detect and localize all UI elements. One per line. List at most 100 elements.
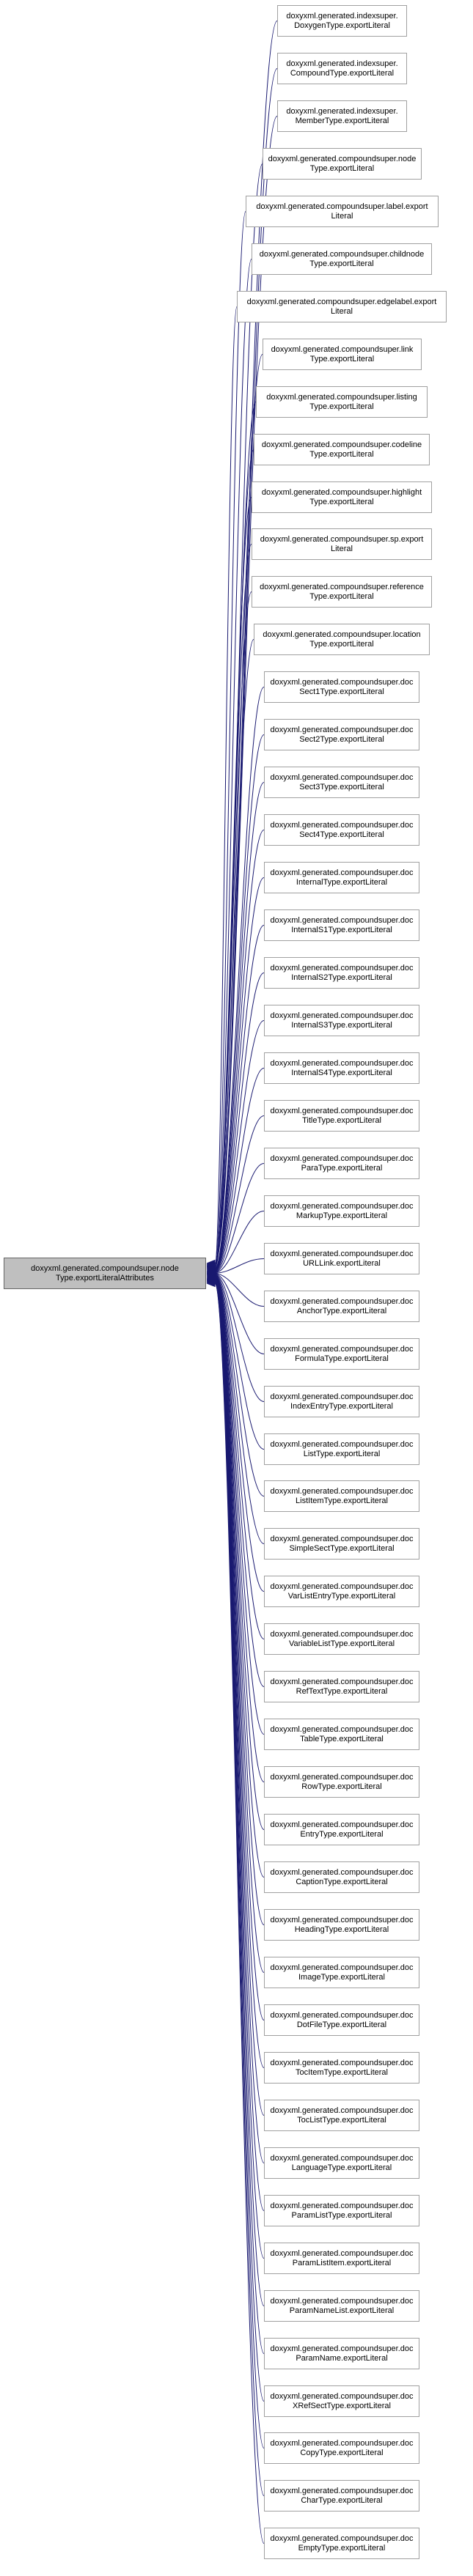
caller-node[interactable]: doxyxml.generated.compoundsuper.doc Inte… [264, 1052, 419, 1084]
caller-node[interactable]: doxyxml.generated.compoundsuper.doc Empt… [264, 2528, 419, 2559]
caller-node[interactable]: doxyxml.generated.compoundsuper.doc Para… [264, 2195, 419, 2226]
caller-node[interactable]: doxyxml.generated.compoundsuper.doc Inte… [264, 957, 419, 989]
caller-node[interactable]: doxyxml.generated.compoundsuper.doc Vari… [264, 1623, 419, 1655]
caller-node[interactable]: doxyxml.generated.compoundsuper.doc URLL… [264, 1243, 419, 1274]
caller-node-label: doxyxml.generated.compoundsuper.doc Inte… [270, 1058, 414, 1077]
caller-node-label: doxyxml.generated.compoundsuper.doc TocI… [270, 2058, 414, 2077]
call-edge [214, 591, 252, 1269]
caller-node[interactable]: doxyxml.generated.compoundsuper.doc Titl… [264, 1100, 419, 1132]
caller-node[interactable]: doxyxml.generated.compoundsuper.codeline… [254, 434, 430, 465]
caller-node[interactable]: doxyxml.generated.compoundsuper.doc XRef… [264, 2385, 419, 2417]
caller-node[interactable]: doxyxml.generated.compoundsuper.doc Mark… [264, 1195, 419, 1227]
caller-node[interactable]: doxyxml.generated.compoundsuper.doc TocI… [264, 2052, 419, 2084]
caller-node[interactable]: doxyxml.generated.compoundsuper.doc Sect… [264, 719, 419, 750]
caller-node[interactable]: doxyxml.generated.compoundsuper.listing … [256, 386, 428, 418]
call-edge [214, 734, 265, 1269]
caller-node[interactable]: doxyxml.generated.compoundsuper.doc List… [264, 1480, 419, 1512]
caller-node[interactable]: doxyxml.generated.indexsuper. MemberType… [277, 100, 407, 132]
caller-node-label: doxyxml.generated.compoundsuper.doc Titl… [270, 1106, 414, 1125]
call-edge [214, 1211, 265, 1274]
caller-node[interactable]: doxyxml.generated.compoundsuper.doc Head… [264, 1909, 419, 1941]
caller-node-label: doxyxml.generated.compoundsuper.doc URLL… [270, 1249, 414, 1268]
call-edge [214, 973, 265, 1272]
call-edge [214, 1283, 265, 2544]
caller-node[interactable]: doxyxml.generated.compoundsuper.doc Para… [264, 2290, 419, 2322]
call-edge [214, 306, 238, 1266]
caller-node[interactable]: doxyxml.generated.compoundsuper.label.ex… [246, 196, 439, 227]
caller-node-label: doxyxml.generated.compoundsuper.doc Para… [270, 2344, 414, 2363]
caller-node-label: doxyxml.generated.compoundsuper.doc Para… [270, 2201, 414, 2220]
caller-node[interactable]: doxyxml.generated.compoundsuper.doc Para… [264, 2243, 419, 2274]
caller-node-label: doxyxml.generated.compoundsuper.doc Sect… [270, 725, 414, 744]
caller-node[interactable]: doxyxml.generated.indexsuper. DoxygenTyp… [277, 5, 407, 37]
caller-node[interactable]: doxyxml.generated.compoundsuper.link Typ… [263, 339, 422, 370]
call-edge [214, 1277, 265, 1830]
caller-node[interactable]: doxyxml.generated.compoundsuper.doc Entr… [264, 1814, 419, 1845]
caller-node-label: doxyxml.generated.compoundsuper.node Typ… [268, 154, 417, 173]
caller-node-label: doxyxml.generated.compoundsuper.doc Mark… [270, 1201, 414, 1220]
caller-node-label: doxyxml.generated.compoundsuper.childnod… [259, 249, 425, 268]
caller-node[interactable]: doxyxml.generated.compoundsuper.referenc… [252, 576, 432, 608]
caller-node-label: doxyxml.generated.compoundsuper.doc Copy… [270, 2438, 414, 2457]
caller-node-label: doxyxml.generated.compoundsuper.doc Para… [270, 2296, 414, 2315]
caller-node-label: doxyxml.generated.compoundsuper.doc Simp… [270, 1534, 414, 1553]
caller-node-label: doxyxml.generated.compoundsuper.doc Form… [270, 1344, 414, 1363]
call-edge [214, 782, 265, 1270]
caller-node[interactable]: doxyxml.generated.compoundsuper.doc Form… [264, 1338, 419, 1370]
caller-node[interactable]: doxyxml.generated.compoundsuper.doc Para… [264, 1148, 419, 1179]
caller-node[interactable]: doxyxml.generated.compoundsuper.doc Capt… [264, 1861, 419, 1893]
caller-node[interactable]: doxyxml.generated.compoundsuper.doc VarL… [264, 1576, 419, 1607]
call-edge [214, 211, 246, 1266]
call-edge [214, 1068, 265, 1272]
caller-node[interactable]: doxyxml.generated.compoundsuper.doc TocL… [264, 2100, 419, 2131]
call-edge [214, 1277, 265, 1735]
caller-node[interactable]: doxyxml.generated.compoundsuper.doc Copy… [264, 2432, 419, 2464]
caller-node[interactable]: doxyxml.generated.compoundsuper.edgelabe… [237, 291, 447, 322]
caller-node-label: doxyxml.generated.compoundsuper.doc Sect… [270, 772, 414, 791]
call-edge [214, 1273, 265, 1307]
caller-node[interactable]: doxyxml.generated.compoundsuper.doc DotF… [264, 2004, 419, 2036]
call-edge [214, 1274, 265, 1496]
caller-node[interactable]: doxyxml.generated.compoundsuper.doc Lang… [264, 2147, 419, 2179]
caller-node-label: doxyxml.generated.compoundsuper.doc Imag… [270, 1963, 414, 1982]
caller-node[interactable]: doxyxml.generated.compoundsuper.doc Sect… [264, 671, 419, 703]
root-function-node[interactable]: doxyxml.generated.compoundsuper.node Typ… [4, 1258, 206, 1289]
caller-node-label: doxyxml.generated.compoundsuper.doc RowT… [270, 1772, 414, 1791]
caller-node[interactable]: doxyxml.generated.indexsuper. CompoundTy… [277, 53, 407, 84]
caller-node-label: doxyxml.generated.compoundsuper.doc Vari… [270, 1629, 414, 1648]
caller-node[interactable]: doxyxml.generated.compoundsuper.doc Inte… [264, 909, 419, 941]
caller-node-label: doxyxml.generated.compoundsuper.listing … [266, 392, 417, 411]
call-edge [214, 1163, 265, 1273]
root-function-label: doxyxml.generated.compoundsuper.node Typ… [31, 1263, 179, 1283]
caller-node[interactable]: doxyxml.generated.compoundsuper.doc RowT… [264, 1766, 419, 1798]
caller-node[interactable]: doxyxml.generated.compoundsuper.location… [254, 624, 430, 655]
caller-node[interactable]: doxyxml.generated.compoundsuper.doc Simp… [264, 1528, 419, 1560]
caller-node[interactable]: doxyxml.generated.compoundsuper.doc RefT… [264, 1671, 419, 1702]
call-edge [214, 1020, 265, 1272]
caller-node[interactable]: doxyxml.generated.compoundsuper.doc Tabl… [264, 1719, 419, 1750]
caller-node[interactable]: doxyxml.generated.compoundsuper.doc Inte… [264, 1005, 419, 1036]
caller-node[interactable]: doxyxml.generated.compoundsuper.doc Inte… [264, 862, 419, 893]
caller-node[interactable]: doxyxml.generated.compoundsuper.doc Anch… [264, 1291, 419, 1322]
caller-node[interactable]: doxyxml.generated.compoundsuper.doc Para… [264, 2338, 419, 2369]
call-edge [214, 877, 265, 1271]
caller-node[interactable]: doxyxml.generated.compoundsuper.doc List… [264, 1433, 419, 1465]
caller-node-label: doxyxml.generated.compoundsuper.doc List… [270, 1439, 414, 1458]
caller-node-label: doxyxml.generated.compoundsuper.label.ex… [256, 202, 428, 221]
call-edge [214, 1258, 265, 1274]
caller-node-label: doxyxml.generated.compoundsuper.doc VarL… [270, 1582, 414, 1601]
caller-node[interactable]: doxyxml.generated.compoundsuper.doc Imag… [264, 1957, 419, 1988]
caller-node[interactable]: doxyxml.generated.compoundsuper.doc Inde… [264, 1386, 419, 1417]
caller-node[interactable]: doxyxml.generated.compoundsuper.sp.expor… [252, 528, 432, 560]
caller-node-label: doxyxml.generated.compoundsuper.doc Char… [270, 2486, 414, 2505]
caller-node[interactable]: doxyxml.generated.compoundsuper.doc Sect… [264, 814, 419, 846]
caller-node[interactable]: doxyxml.generated.compoundsuper.node Typ… [263, 148, 422, 180]
caller-node[interactable]: doxyxml.generated.compoundsuper.doc Sect… [264, 767, 419, 798]
call-edge-arrowhead [206, 1280, 216, 1288]
call-edge [214, 830, 265, 1270]
caller-node[interactable]: doxyxml.generated.compoundsuper.childnod… [252, 243, 432, 275]
caller-node[interactable]: doxyxml.generated.compoundsuper.highligh… [252, 481, 432, 513]
caller-node[interactable]: doxyxml.generated.compoundsuper.doc Char… [264, 2480, 419, 2512]
